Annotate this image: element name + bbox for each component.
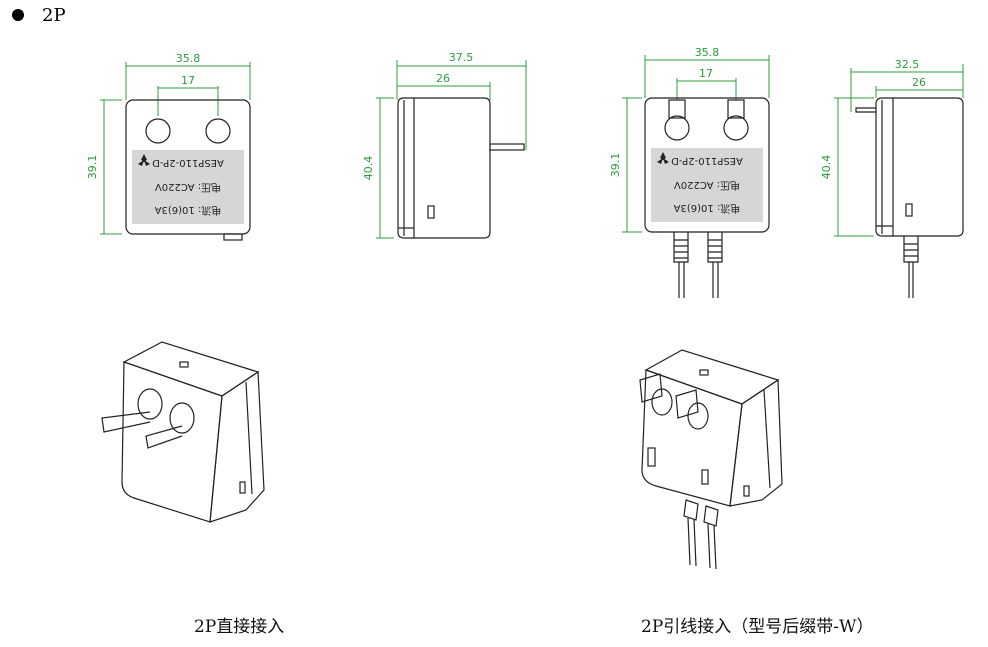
bullet-icon (12, 9, 24, 21)
dim-lead-front-height: 39.1 (609, 153, 622, 178)
dim-lead-side-height: 40.4 (820, 155, 833, 180)
section-header: 2P (12, 2, 66, 28)
dim-side-body: 26 (436, 72, 450, 85)
wire-boots (673, 232, 723, 298)
caption-direct: 2P直接接入 (194, 617, 285, 637)
label-current: 电流: 10(6)3A (155, 204, 222, 217)
dim-lead-pin-spacing: 17 (699, 67, 713, 80)
dim-side-total: 37.5 (449, 51, 474, 64)
label-voltage: 电压: AC220V (155, 181, 221, 194)
fan-icon (657, 152, 669, 164)
isometric-direct (101, 341, 265, 523)
dim-lead-side-body: 26 (912, 76, 926, 89)
front-view-lead: 35.8 17 39.1 电流: 10(6)3A 电压: AC220V AESP… (609, 46, 770, 298)
section-title: 2P (42, 4, 66, 26)
caption-lead: 2P引线接入（型号后缀带-W） (641, 617, 874, 637)
dim-side-height: 40.4 (362, 156, 375, 181)
side-view-direct: 37.5 26 40.4 (362, 51, 527, 239)
dim-lead-side-total: 32.5 (895, 58, 920, 71)
dim-lead-front-width: 35.8 (695, 46, 720, 59)
label-voltage-lead: 电压: AC220V (674, 179, 740, 192)
dim-front-height: 39.1 (86, 155, 99, 180)
dim-front-width: 35.8 (176, 52, 201, 65)
dim-pin-spacing: 17 (181, 74, 195, 87)
isometric-lead (639, 349, 783, 570)
front-view-direct: 35.8 17 39.1 电流: 10(6)3A 电压: AC220V AESP… (86, 52, 251, 241)
label-model-lead: AESP110-2P-D (671, 155, 743, 166)
fan-icon (138, 154, 150, 166)
label-model: AESP110-2P-D (152, 157, 224, 168)
side-view-lead: 32.5 26 40.4 (820, 58, 964, 298)
label-current-lead: 电流: 10(6)3A (674, 202, 741, 215)
